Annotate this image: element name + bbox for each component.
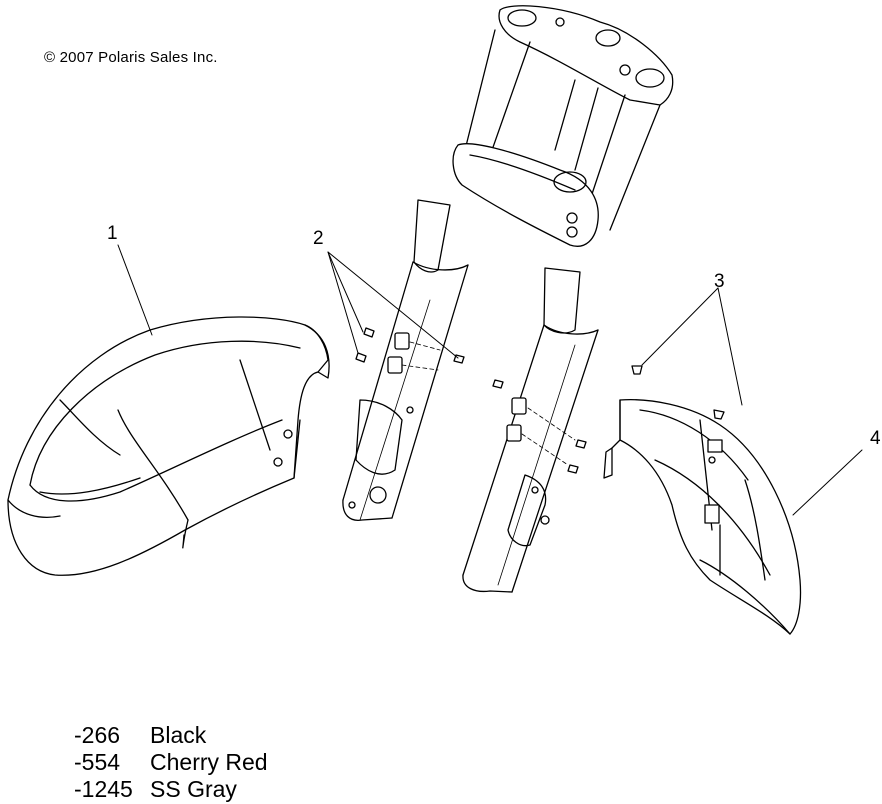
legend-row: -554 Cherry Red: [74, 749, 268, 776]
legend-code: -1245: [74, 776, 133, 802]
legend-color-name: Cherry Red: [150, 749, 268, 775]
callout-2: 2: [313, 228, 324, 249]
legend-color-name: Black: [150, 722, 207, 748]
hardware: [355, 327, 725, 474]
copyright-notice: © 2007 Polaris Sales Inc.: [44, 49, 218, 66]
legend-color-name: SS Gray: [150, 776, 237, 802]
front-fender-left: [7, 316, 330, 576]
color-legend: -266 Black -554 Cherry Red -1245 SS Gray: [74, 722, 268, 803]
callout-leaders: [117, 244, 863, 516]
legend-row: -1245 SS Gray: [74, 776, 268, 803]
fork-assembly: [342, 5, 674, 593]
callout-3: 3: [714, 271, 725, 292]
legend-code: -266: [74, 722, 121, 748]
callout-1: 1: [107, 223, 118, 244]
fender-right: [603, 399, 802, 635]
legend-code: -554: [74, 749, 121, 775]
legend-row: -266 Black: [74, 722, 268, 749]
callout-4: 4: [870, 428, 881, 449]
